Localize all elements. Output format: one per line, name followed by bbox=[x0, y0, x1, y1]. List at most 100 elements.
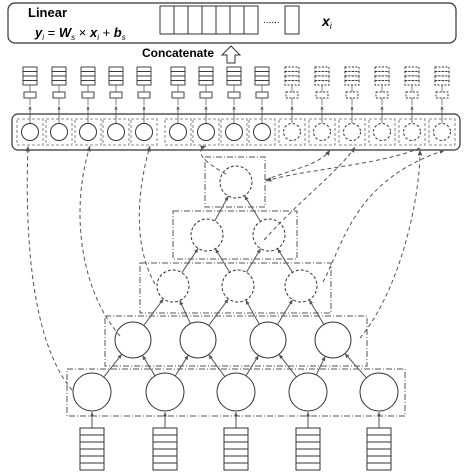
pyramid-edge bbox=[179, 300, 191, 324]
collection-node-group bbox=[338, 106, 366, 146]
feature-stack-cell bbox=[80, 80, 96, 86]
collection-node-dashed bbox=[283, 123, 301, 141]
feature-stack-cell bbox=[344, 71, 360, 77]
feature-stack-group bbox=[374, 66, 390, 105]
feature-stack-cell bbox=[314, 71, 330, 77]
pyramid-node bbox=[114, 321, 152, 359]
feature-stack-group bbox=[344, 66, 360, 105]
collection-node bbox=[50, 123, 68, 141]
input-stack-cell bbox=[79, 434, 105, 443]
feature-stack-cell bbox=[404, 71, 420, 77]
feature-stack-cell bbox=[108, 66, 124, 72]
feature-cell bbox=[109, 91, 123, 99]
feature-stack-cell bbox=[434, 66, 450, 72]
input-stack-cell bbox=[152, 455, 178, 464]
input-stack-cell bbox=[79, 462, 105, 471]
concatenate-label: Concatenate bbox=[142, 46, 214, 60]
collection-node-group bbox=[220, 106, 248, 146]
feature-stack-group bbox=[51, 66, 67, 105]
collection-node-group bbox=[278, 106, 306, 146]
collection-node-group bbox=[74, 106, 102, 146]
pyramid-level-box bbox=[172, 210, 298, 260]
pyramid-edge bbox=[174, 354, 189, 377]
feature-stack-group bbox=[136, 66, 152, 105]
feature-stack-cell bbox=[344, 66, 360, 72]
skip-connection-arrow bbox=[359, 149, 423, 339]
feature-cell bbox=[199, 91, 213, 99]
feature-stack-cell bbox=[108, 80, 124, 86]
collection-node bbox=[135, 123, 153, 141]
input-stack bbox=[223, 412, 249, 471]
feature-stack-cell bbox=[226, 75, 242, 81]
feature-stack-cell bbox=[226, 66, 242, 72]
pyramid-edge bbox=[208, 298, 229, 326]
pyramid-edge bbox=[245, 248, 262, 273]
input-stack-cell bbox=[79, 427, 105, 436]
vector-ellipsis: ...... bbox=[263, 15, 280, 26]
feature-stack-group bbox=[198, 66, 214, 105]
collection-node bbox=[79, 123, 97, 141]
feature-stack-group bbox=[254, 66, 270, 105]
feature-cell bbox=[255, 91, 269, 99]
input-stack bbox=[79, 412, 105, 471]
collection-node-group bbox=[102, 106, 130, 146]
vector-label: xi bbox=[321, 13, 333, 31]
feature-stack-group bbox=[108, 66, 124, 105]
collection-node-group bbox=[192, 106, 220, 146]
feature-cell bbox=[137, 91, 151, 99]
feature-stack-cell bbox=[198, 66, 214, 72]
feature-stack-cell bbox=[284, 71, 300, 77]
feature-cell bbox=[435, 91, 449, 99]
feature-stack-cell bbox=[170, 75, 186, 81]
input-stack-cell bbox=[366, 434, 392, 443]
collection-node-dashed bbox=[343, 123, 361, 141]
feature-stack-cell bbox=[51, 71, 67, 77]
concatenate-arrow bbox=[220, 45, 242, 64]
pyramid-edge bbox=[142, 355, 156, 377]
pyramid-level-box bbox=[204, 156, 266, 208]
pyramid-edge bbox=[244, 195, 261, 222]
input-stack-cell bbox=[223, 434, 249, 443]
feature-cell bbox=[227, 91, 241, 99]
feature-stack-cell bbox=[374, 80, 390, 86]
feature-cell bbox=[81, 91, 95, 99]
pyramid-edge bbox=[308, 299, 325, 325]
pyramid-edge bbox=[214, 195, 229, 222]
feature-stack-group bbox=[80, 66, 96, 105]
pyramid-edge bbox=[278, 353, 297, 378]
input-stack-cell bbox=[152, 441, 178, 450]
feature-stack-cell bbox=[80, 66, 96, 72]
feature-stack-cell bbox=[51, 80, 67, 86]
feature-stack-cell bbox=[80, 75, 96, 81]
pyramid-edge bbox=[245, 299, 260, 325]
collection-node-group bbox=[45, 106, 73, 146]
pyramid-node bbox=[314, 321, 352, 359]
collection-node bbox=[225, 123, 243, 141]
feature-stack-cell bbox=[404, 66, 420, 72]
feature-stack-cell bbox=[51, 66, 67, 72]
pyramid-edge bbox=[344, 353, 367, 379]
feature-stack-cell bbox=[22, 66, 38, 72]
pyramid-node-dashed bbox=[190, 218, 224, 252]
pyramid-node bbox=[72, 372, 112, 412]
vector-last-cell bbox=[284, 5, 300, 35]
collection-node-group bbox=[428, 106, 456, 146]
pyramid-node bbox=[179, 321, 217, 359]
pyramid-node bbox=[216, 372, 256, 412]
pyramid-level-box bbox=[104, 315, 368, 367]
feature-stack-cell bbox=[434, 80, 450, 86]
pyramid-edge bbox=[245, 355, 259, 377]
input-stack-cell bbox=[152, 448, 178, 457]
collection-node-group bbox=[398, 106, 426, 146]
input-stack-cell bbox=[223, 427, 249, 436]
feature-stack-cell bbox=[80, 71, 96, 77]
feature-stack-cell bbox=[434, 75, 450, 81]
feature-stack-group bbox=[226, 66, 242, 105]
collection-node bbox=[107, 123, 125, 141]
input-stack bbox=[152, 412, 178, 471]
input-stack-cell bbox=[79, 448, 105, 457]
feature-stack-cell bbox=[254, 75, 270, 81]
collection-node-dashed bbox=[403, 123, 421, 141]
feature-stack-cell bbox=[198, 80, 214, 86]
